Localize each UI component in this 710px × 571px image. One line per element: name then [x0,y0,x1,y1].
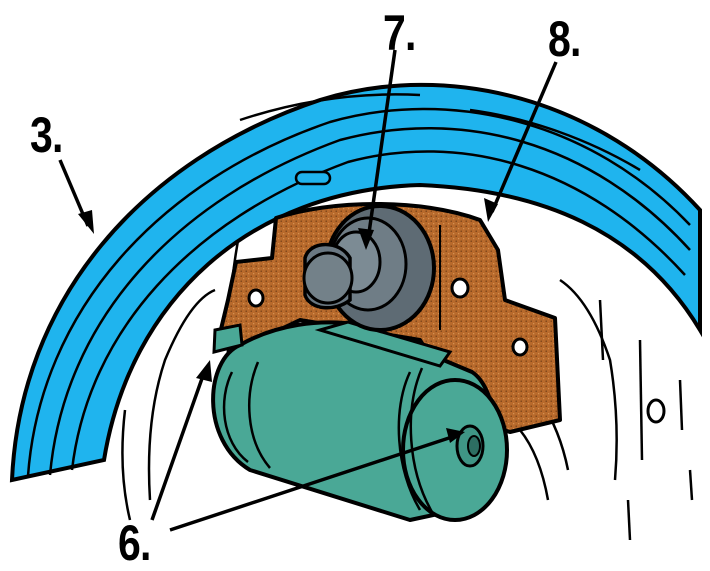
wheel-cylinder [211,320,509,522]
arrowhead-6a [196,360,212,382]
callout-7: 7. [383,5,416,61]
callout-6: 6. [118,515,151,571]
leader-line-6b [169,434,456,532]
arrowhead-6b [446,428,465,443]
arrowhead-7 [358,228,374,250]
arrowhead-3 [78,210,94,234]
leader-line-6a [150,369,207,521]
callout-8: 8. [548,11,581,67]
arrowhead-8 [484,198,498,222]
leader-line-7 [366,49,397,241]
leader-lines [58,49,558,532]
brake-shoe [9,82,702,483]
leader-line-8 [490,61,558,213]
backing-plate-hole [646,398,666,424]
dust-boot [302,204,436,332]
callout-3: 3. [30,107,63,163]
arrowheads [78,198,498,443]
